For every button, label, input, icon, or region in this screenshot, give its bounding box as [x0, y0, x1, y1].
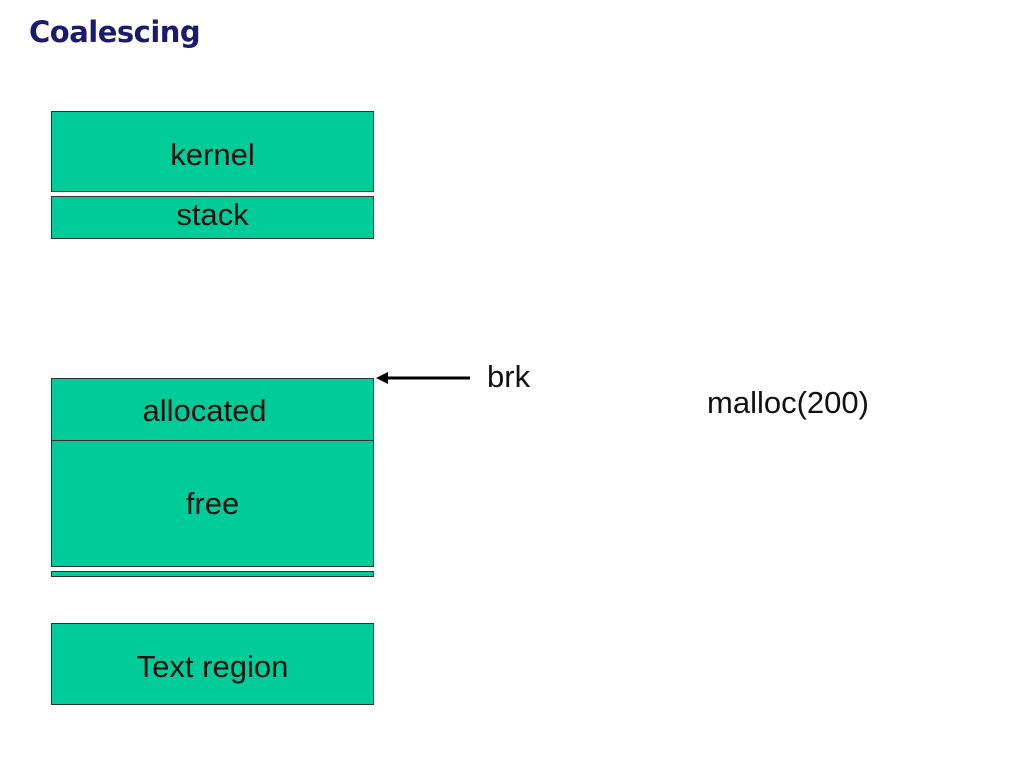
kernel-label: kernel — [170, 137, 255, 172]
brk-arrow-icon — [376, 372, 470, 384]
brk-label: brk — [487, 359, 531, 394]
stack-block: stack — [51, 196, 374, 239]
free-label: free — [185, 486, 240, 521]
allocated-label: allocated — [142, 393, 267, 428]
kernel-block: kernel — [51, 111, 374, 192]
heap-boundary-block — [51, 571, 374, 577]
allocated-block: allocated — [51, 378, 374, 441]
free-block: free — [51, 441, 374, 567]
text-region-label: Text region — [136, 649, 289, 684]
page-title: Coalescing — [29, 15, 201, 49]
text-region-block: Text region — [51, 623, 374, 705]
malloc-call-label: malloc(200) — [707, 385, 869, 420]
stack-label: stack — [176, 197, 249, 232]
